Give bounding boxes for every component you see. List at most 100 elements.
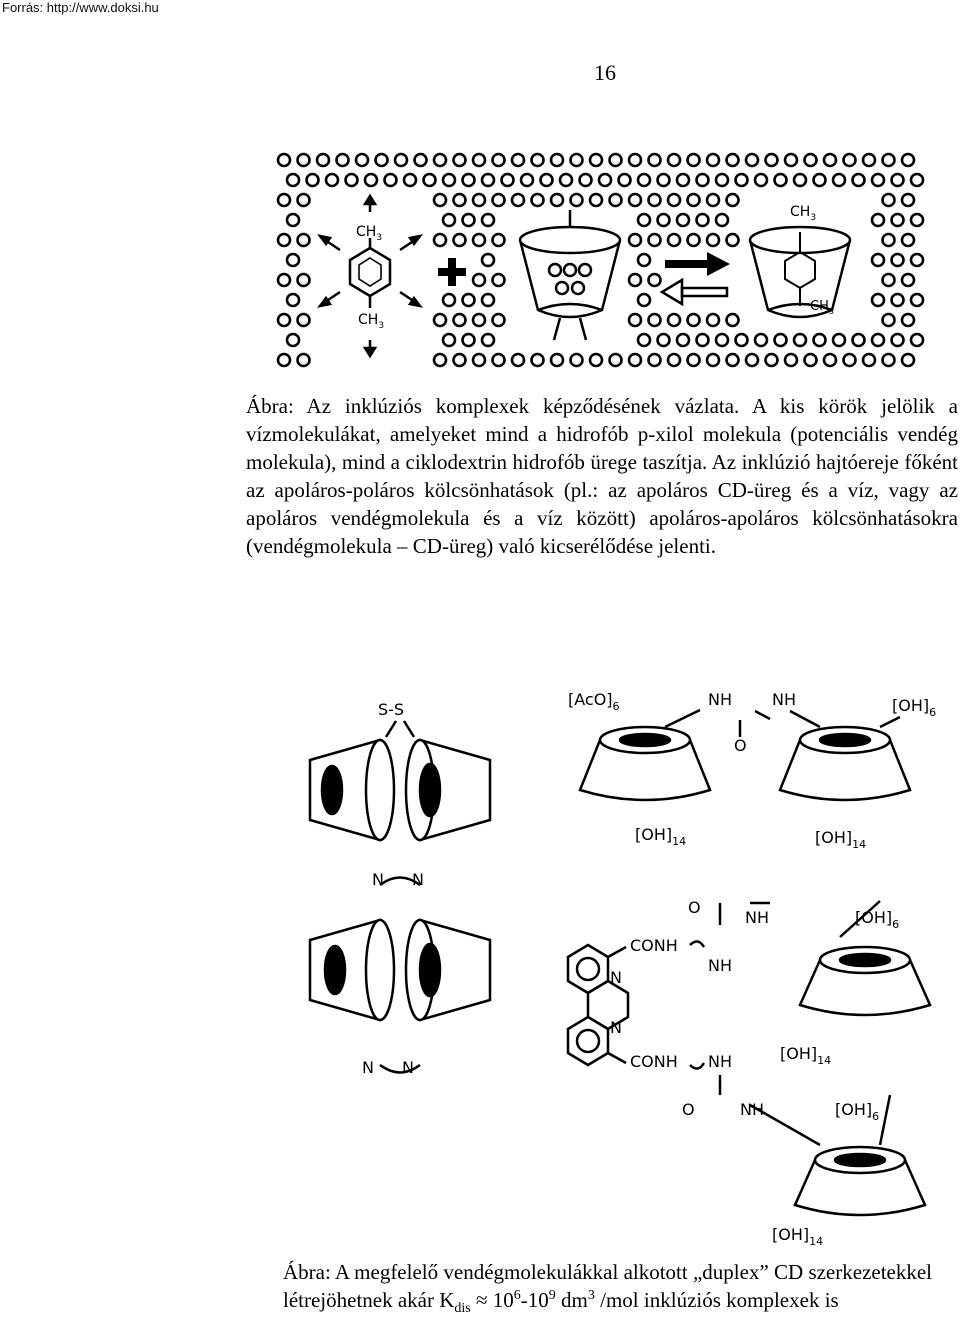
source-url[interactable]: Forrás: http://www.doksi.hu — [2, 0, 159, 15]
water-molecule-circle — [471, 232, 487, 248]
water-molecule-circle — [480, 212, 496, 228]
water-molecule-circle — [491, 272, 506, 288]
water-molecule-circle — [627, 312, 643, 328]
water-molecule-circle — [324, 172, 340, 188]
inclusion-complex — [748, 225, 852, 319]
nh-label-b: NH — [772, 690, 796, 709]
ch3-complex-top: CH3 — [790, 204, 816, 223]
water-molecule-circle — [666, 352, 682, 368]
water-molecule-circle — [900, 352, 916, 368]
water-molecule-circle — [773, 172, 788, 188]
n-label-1: N — [372, 870, 384, 889]
water-molecule-circle — [636, 212, 652, 228]
water-molecule-circle — [900, 152, 916, 168]
water-molecule-circle — [636, 332, 652, 348]
n-label-3: N — [362, 1058, 374, 1077]
water-molecule-circle — [734, 332, 749, 348]
water-molecule-circle — [705, 312, 721, 328]
water-molecule-circle — [383, 172, 398, 188]
p-xylene-molecule — [317, 193, 423, 359]
water-molecule-circle — [881, 192, 896, 208]
water-molecule-circle — [822, 352, 838, 368]
inclusion-complex-figure: CH3 CH3 CH3 CH3 — [276, 152, 925, 368]
water-molecule-circle — [285, 172, 301, 188]
water-molecule-circle — [656, 172, 671, 188]
water-molecule-circle — [432, 232, 448, 248]
water-molecule-circle — [296, 352, 311, 368]
water-molecule-circle — [870, 212, 886, 228]
water-molecule-circle — [870, 252, 886, 268]
water-molecule-circle — [402, 172, 418, 188]
water-molecule-circle — [480, 252, 496, 268]
water-molecule-circle — [764, 352, 779, 368]
water-molecule-circle — [491, 152, 506, 168]
diamine-bridged-cd-pair — [308, 876, 492, 1074]
oh14-label-c: [OH]14 — [780, 1044, 831, 1067]
water-molecule-circle — [647, 352, 662, 368]
water-molecule-circle — [461, 172, 476, 188]
n-ring-label-b: N — [610, 1018, 622, 1037]
water-molecule-circle — [549, 192, 565, 208]
water-molecule-circle — [686, 352, 701, 368]
plus-sign — [438, 258, 466, 286]
water-molecule-circle — [881, 152, 896, 168]
water-molecule-circle — [783, 152, 799, 168]
water-molecule-circle — [666, 152, 682, 168]
water-molecule-circle — [285, 212, 301, 228]
water-molecule-circle — [705, 192, 721, 208]
water-molecule-circle — [909, 292, 925, 308]
ch3-label-bottom: CH3 — [358, 312, 384, 331]
water-molecule-circle — [773, 332, 788, 348]
water-molecule-circle — [597, 172, 613, 188]
water-molecule-circle — [432, 312, 448, 328]
water-molecule-circle — [588, 192, 604, 208]
water-molecule-circle — [647, 152, 662, 168]
water-molecule-circle — [461, 212, 476, 228]
water-molecule-circle — [636, 292, 652, 308]
water-molecule-circle — [305, 172, 320, 188]
water-molecule-circle — [452, 152, 467, 168]
water-molecule-circle — [452, 352, 467, 368]
water-molecule-circle — [725, 352, 740, 368]
water-molecule-circle — [890, 292, 905, 308]
water-molecule-circle — [627, 272, 643, 288]
water-molecule-circle — [647, 232, 662, 248]
water-molecule-circle — [530, 192, 545, 208]
water-molecule-circle — [714, 212, 730, 228]
water-molecule-circle — [636, 252, 652, 268]
water-molecule-circle — [471, 152, 487, 168]
water-molecule-circle — [753, 332, 769, 348]
water-molecule-circle — [627, 232, 643, 248]
nh-label-a: NH — [708, 690, 732, 709]
water-molecule-circle — [480, 292, 496, 308]
water-molecule-circle — [335, 152, 350, 168]
water-molecule-circle — [510, 192, 526, 208]
water-molecule-circle — [734, 172, 749, 188]
water-molecule-circle — [588, 352, 604, 368]
phenanthroline-cd-assembly — [566, 900, 932, 1217]
n-label-2: N — [412, 870, 424, 889]
water-molecule-circle — [666, 192, 682, 208]
water-molecule-circle — [725, 152, 740, 168]
water-molecule-circle — [608, 352, 623, 368]
water-molecule-circle — [900, 192, 916, 208]
water-molecule-circle — [686, 232, 701, 248]
figure-2-caption: Ábra: A megfelelő vendégmolekulákkal alk… — [283, 1260, 933, 1317]
water-molecule-circle — [471, 192, 487, 208]
water-molecule-circle — [471, 312, 487, 328]
water-molecule-circle — [686, 312, 701, 328]
nh-label-f: NH — [740, 1100, 764, 1119]
water-molecule-circle — [354, 152, 370, 168]
water-molecule-circle — [558, 172, 574, 188]
water-molecule-circle — [510, 152, 526, 168]
water-molecule-circle — [695, 212, 710, 228]
water-molecule-circle — [890, 332, 905, 348]
page-number: 16 — [594, 60, 616, 85]
nh-label-e: NH — [708, 1052, 732, 1071]
water-molecule-circle — [578, 172, 593, 188]
water-molecule-circle — [714, 332, 730, 348]
water-molecule-circle — [296, 312, 311, 328]
water-molecule-circle — [675, 212, 691, 228]
ch3-label-top: CH3 — [356, 224, 382, 243]
water-molecule-circle — [792, 172, 808, 188]
